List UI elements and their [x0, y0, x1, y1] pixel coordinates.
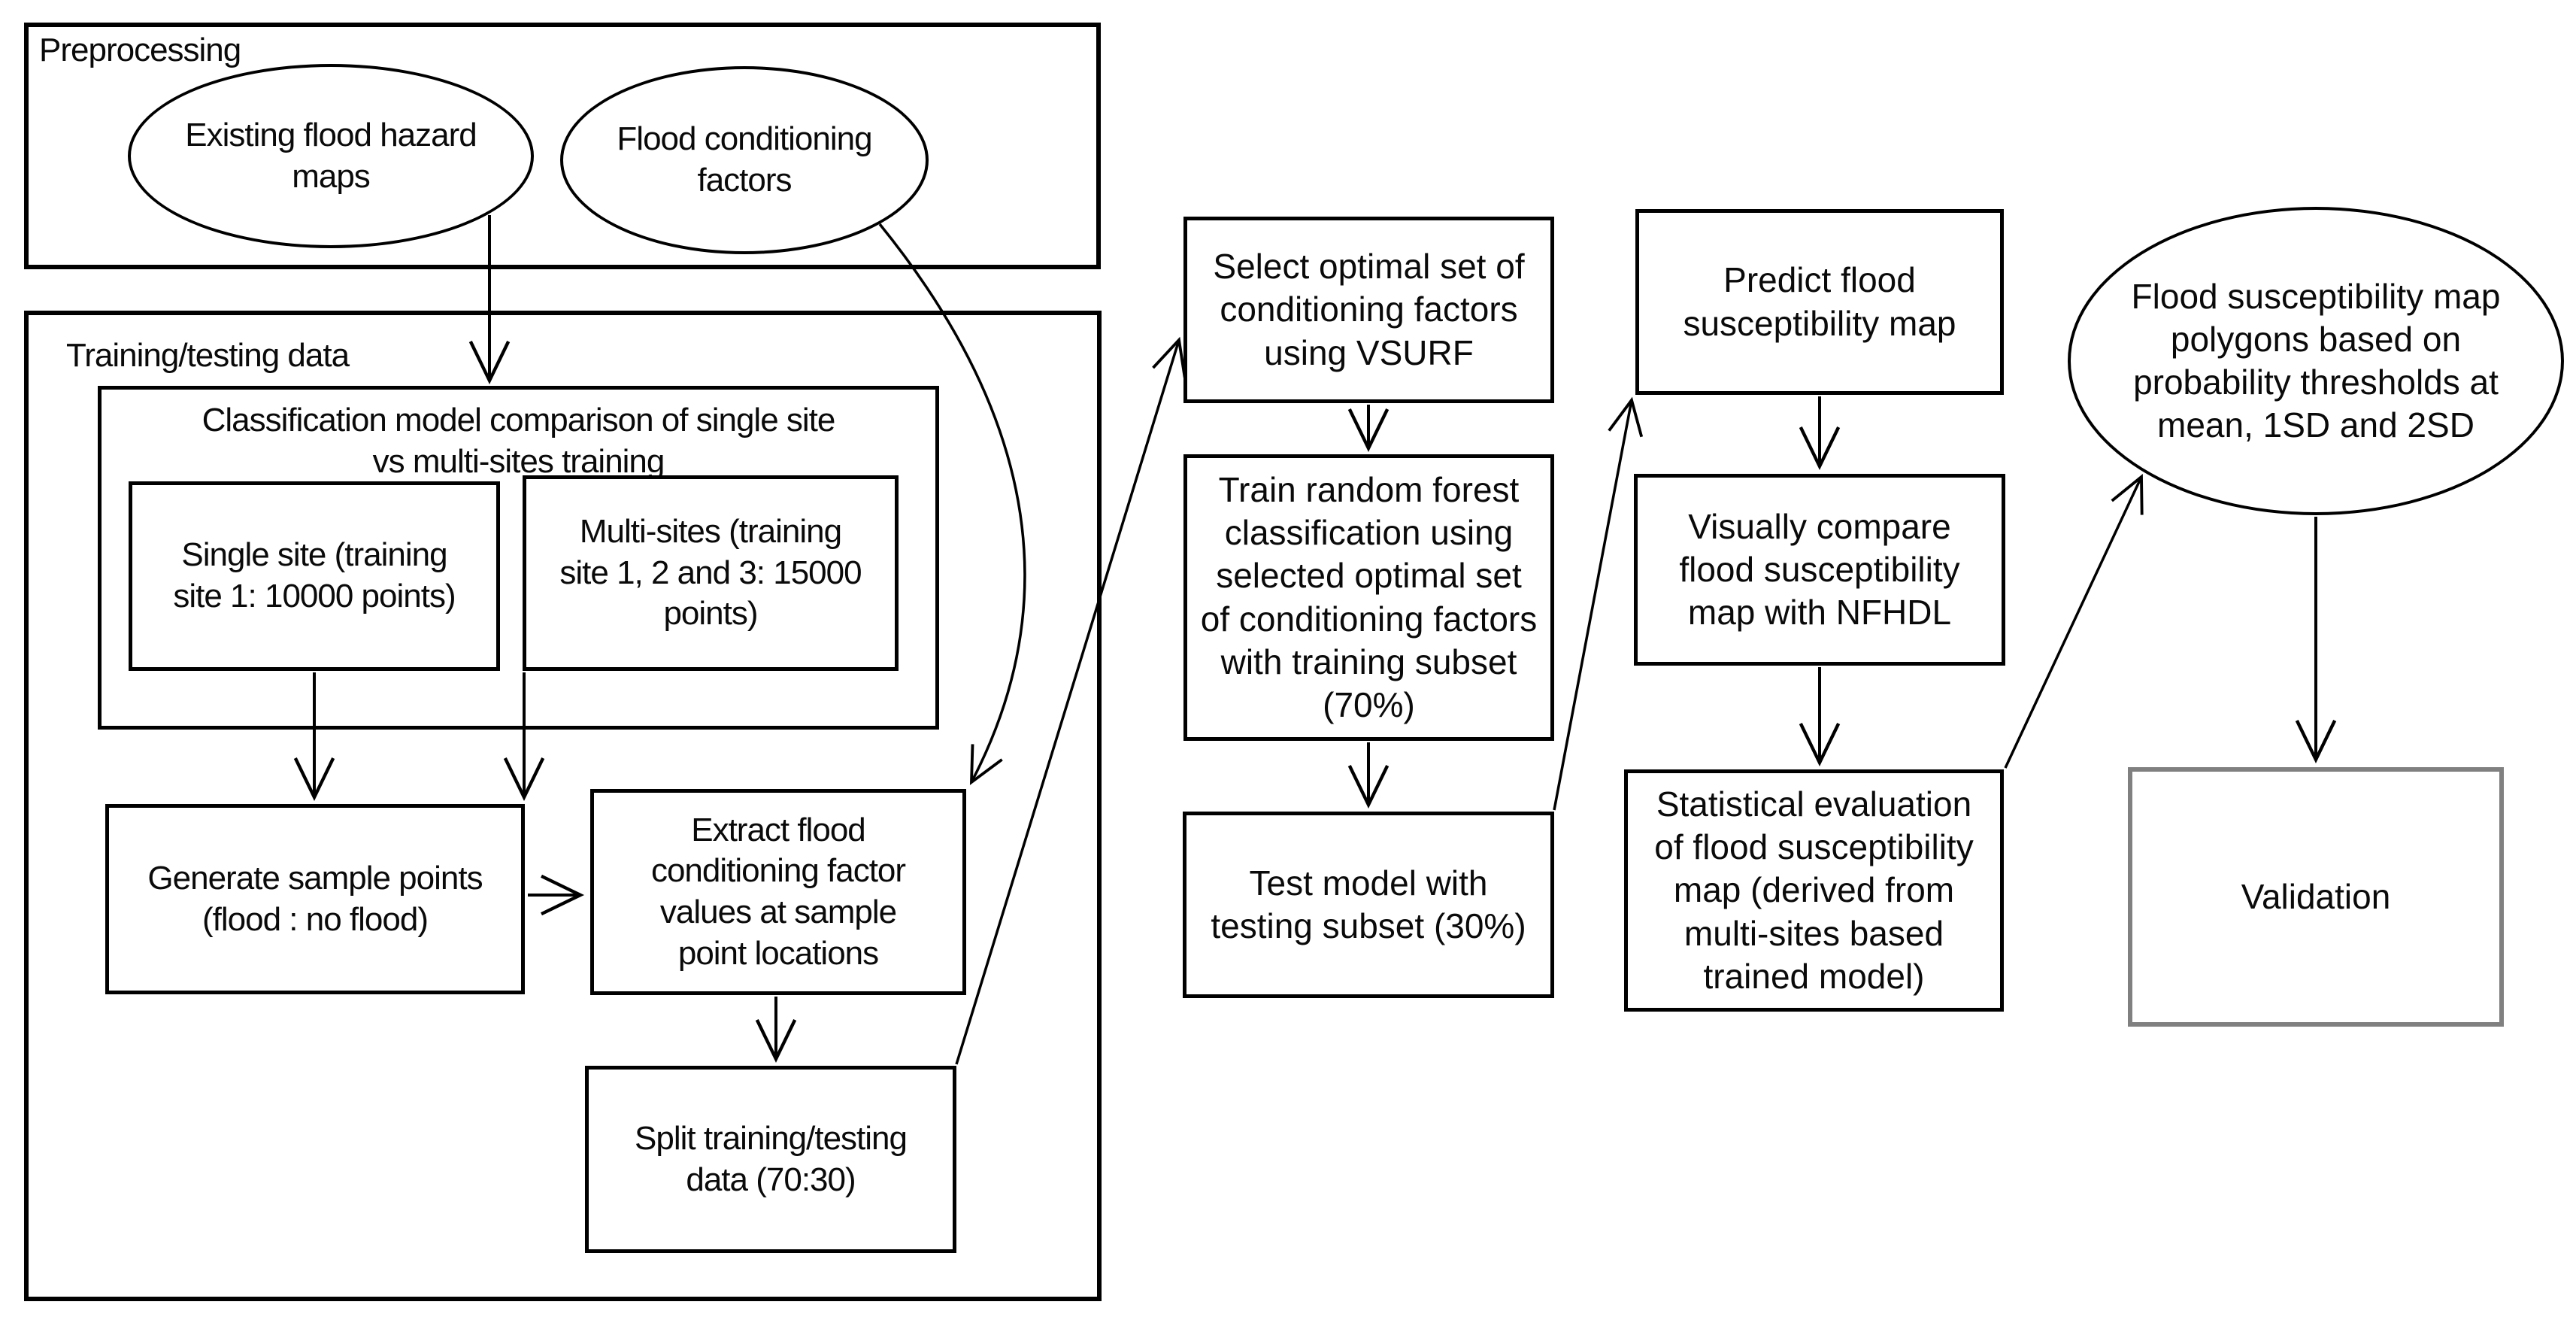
- node-train-random-forest: Train random forest classification using…: [1183, 454, 1554, 741]
- node-select-vsurf: Select optimal set of conditioning facto…: [1183, 217, 1554, 403]
- node-test-model-label: Test model with testing subset (30%): [1211, 863, 1526, 945]
- node-generate-sample-points: Generate sample points (flood : no flood…: [105, 804, 525, 994]
- node-susceptibility-polygons-label: Flood susceptibility map polygons based …: [2131, 276, 2501, 445]
- node-single-site-label: Single site (training site 1: 10000 poin…: [173, 536, 456, 614]
- node-single-site: Single site (training site 1: 10000 poin…: [129, 481, 500, 671]
- node-predict-susceptibility-map-label: Predict flood susceptibility map: [1683, 260, 1956, 343]
- node-predict-susceptibility-map: Predict flood susceptibility map: [1635, 209, 2004, 395]
- node-select-vsurf-label: Select optimal set of conditioning facto…: [1213, 247, 1525, 372]
- node-statistical-evaluation-label: Statistical evaluation of flood suscepti…: [1654, 784, 1974, 996]
- node-visually-compare-nfhdl-label: Visually compare flood susceptibility ma…: [1679, 506, 1960, 633]
- training-testing-group-label: Training/testing data: [66, 337, 350, 374]
- node-multi-sites: Multi-sites (training site 1, 2 and 3: 1…: [523, 475, 899, 671]
- node-train-random-forest-label: Train random forest classification using…: [1200, 470, 1538, 724]
- node-existing-flood-hazard-maps: Existing flood hazard maps: [128, 64, 534, 248]
- arrow-test-to-predict: [1553, 396, 1644, 811]
- node-test-model: Test model with testing subset (30%): [1183, 812, 1554, 998]
- node-validation-label: Validation: [2241, 876, 2391, 916]
- node-validation: Validation: [2128, 767, 2504, 1027]
- preprocessing-group-label: Preprocessing: [39, 32, 241, 68]
- arrow-statistical-to-polygons: [2004, 474, 2144, 769]
- node-susceptibility-polygons: Flood susceptibility map polygons based …: [2068, 207, 2564, 515]
- node-flood-conditioning-factors-label: Flood conditioning factors: [617, 120, 872, 199]
- node-multi-sites-label: Multi-sites (training site 1, 2 and 3: 1…: [559, 513, 862, 633]
- node-flood-conditioning-factors: Flood conditioning factors: [560, 66, 929, 254]
- node-existing-flood-hazard-maps-label: Existing flood hazard maps: [185, 116, 477, 195]
- node-split-training-testing: Split training/testing data (70:30): [585, 1066, 956, 1253]
- node-extract-factor-values-label: Extract flood conditioning factor values…: [650, 811, 906, 972]
- node-extract-factor-values: Extract flood conditioning factor values…: [590, 789, 966, 995]
- node-generate-sample-points-label: Generate sample points (flood : no flood…: [147, 859, 483, 938]
- node-classification-comparison: Classification model comparison of singl…: [98, 386, 939, 730]
- preprocessing-group-box: [24, 23, 1101, 269]
- node-split-training-testing-label: Split training/testing data (70:30): [635, 1119, 908, 1198]
- node-visually-compare-nfhdl: Visually compare flood susceptibility ma…: [1634, 474, 2005, 666]
- node-classification-comparison-label: Classification model comparison of singl…: [202, 402, 836, 480]
- node-statistical-evaluation: Statistical evaluation of flood suscepti…: [1624, 769, 2004, 1012]
